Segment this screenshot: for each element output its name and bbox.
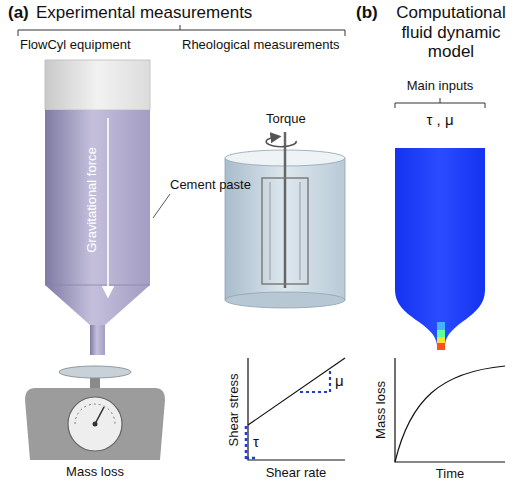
- material-label: Cement paste: [170, 178, 251, 193]
- torque-label: Torque: [266, 112, 306, 127]
- panel-letter: (b): [356, 3, 378, 23]
- scale-label: Mass loss: [66, 465, 124, 480]
- panel-title: Computational fluid dynamic model: [382, 3, 520, 62]
- axis-label: Shear stress: [227, 374, 242, 447]
- section-title: Rheological measurements: [182, 38, 340, 53]
- parameter-symbol: μ: [335, 372, 344, 389]
- input-label: Main inputs: [407, 79, 473, 94]
- panel-letter: (a): [8, 3, 29, 23]
- input-values: τ , μ: [426, 111, 453, 128]
- axis-label: Shear rate: [266, 466, 327, 481]
- section-title: FlowCyl equipment: [20, 38, 131, 53]
- axis-label: Time: [436, 467, 464, 482]
- panel-title: Experimental measurements: [36, 3, 252, 23]
- force-label: Gravitational force: [85, 147, 100, 253]
- axis-label: Mass loss: [374, 381, 389, 439]
- parameter-symbol: τ: [253, 433, 259, 450]
